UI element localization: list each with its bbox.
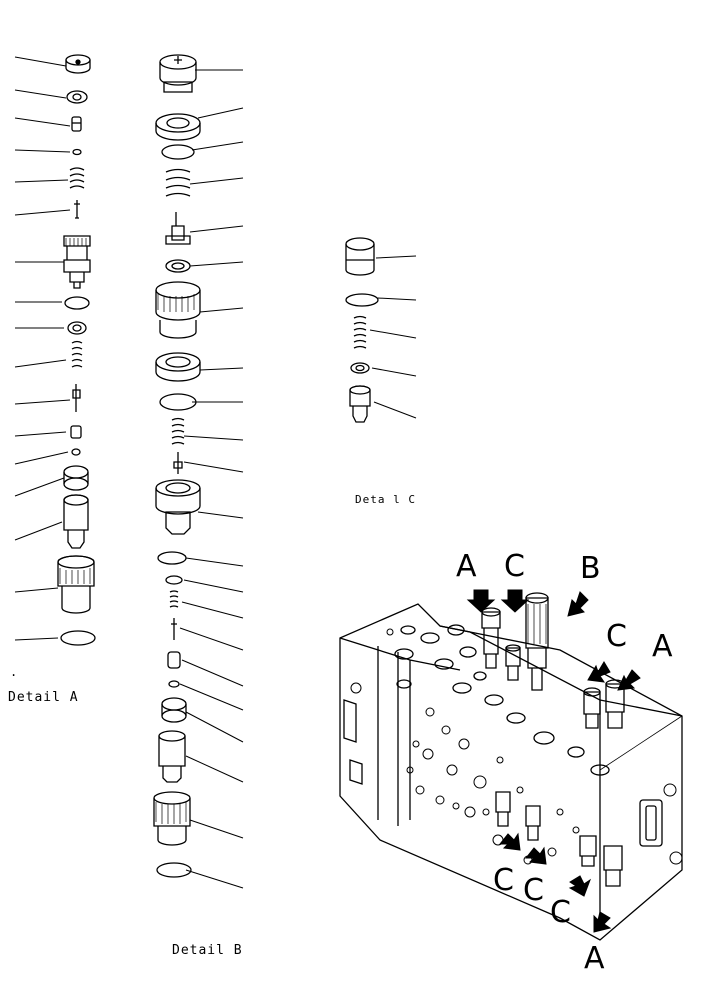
block-valve-cartridges [481,592,625,887]
block-side-holes [350,628,683,865]
callout-c-right: C [606,619,627,654]
callout-a-bottom: A [584,941,605,976]
svg-text:.: . [10,665,17,679]
callout-c-low1: C [493,863,514,898]
detail-b-parts [153,54,201,878]
callout-a-right: A [652,629,673,664]
callout-b-top: B [580,551,601,586]
detail-a-leader-lines [14,56,71,641]
detail-b-leader-lines [179,69,244,889]
detail-b-group [153,54,244,889]
valve-block-assembly [339,589,683,941]
detail-a-parts [57,54,96,646]
detail-c-group [345,237,417,423]
detail-a-caption: Detail A [8,690,79,705]
callout-c-low3: C [550,895,571,930]
callout-c-top: C [504,549,525,584]
detail-c-leader-lines [369,255,417,419]
detail-b-caption: Detail B [172,943,243,958]
block-top-holes [394,624,610,776]
detail-a-group: . [10,54,96,679]
detail-c-parts [345,237,379,423]
callout-a-top: A [456,549,477,584]
detail-c-caption: Deta l C [355,493,416,506]
callout-c-low2: C [523,873,544,908]
callout-arrows [466,589,641,933]
